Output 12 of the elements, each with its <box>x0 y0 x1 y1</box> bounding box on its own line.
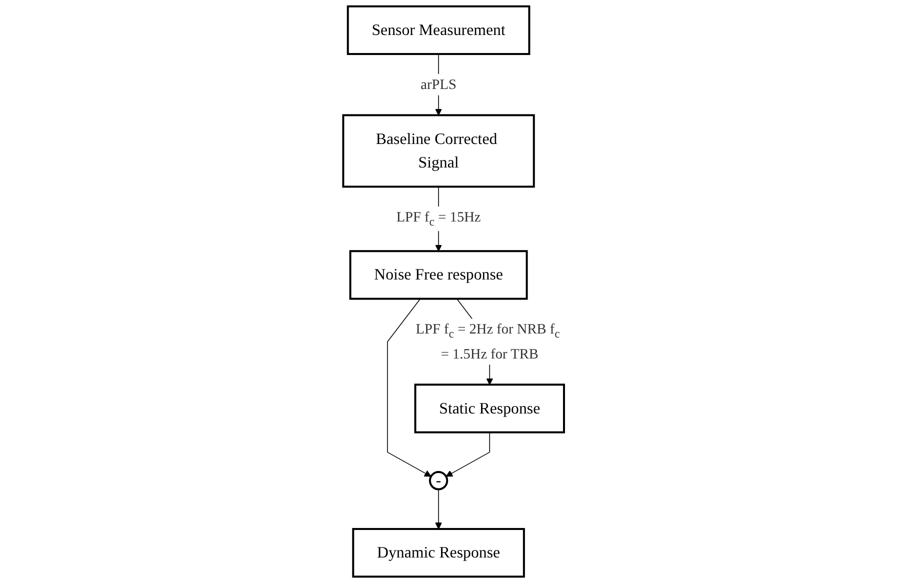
node-box: Static Response <box>414 384 565 434</box>
node-box: Sensor Measurement <box>346 5 530 56</box>
node-box: Dynamic Response <box>352 528 525 578</box>
arrow <box>386 298 432 477</box>
node-circle: - <box>428 471 448 490</box>
arrow <box>434 488 442 530</box>
edge-label: LPF f$_{c}$ = 15Hz <box>396 208 481 228</box>
edge-label: LPF f$_{c}$ = 2Hz for NRB f$_{c}$ = 1.5Hz for TRB <box>416 321 560 362</box>
node-box: Noise Free response <box>349 250 528 300</box>
node-box: Baseline Corrected Signal <box>342 114 535 188</box>
edge-label: arPLS <box>420 76 456 92</box>
arrow <box>446 432 490 477</box>
